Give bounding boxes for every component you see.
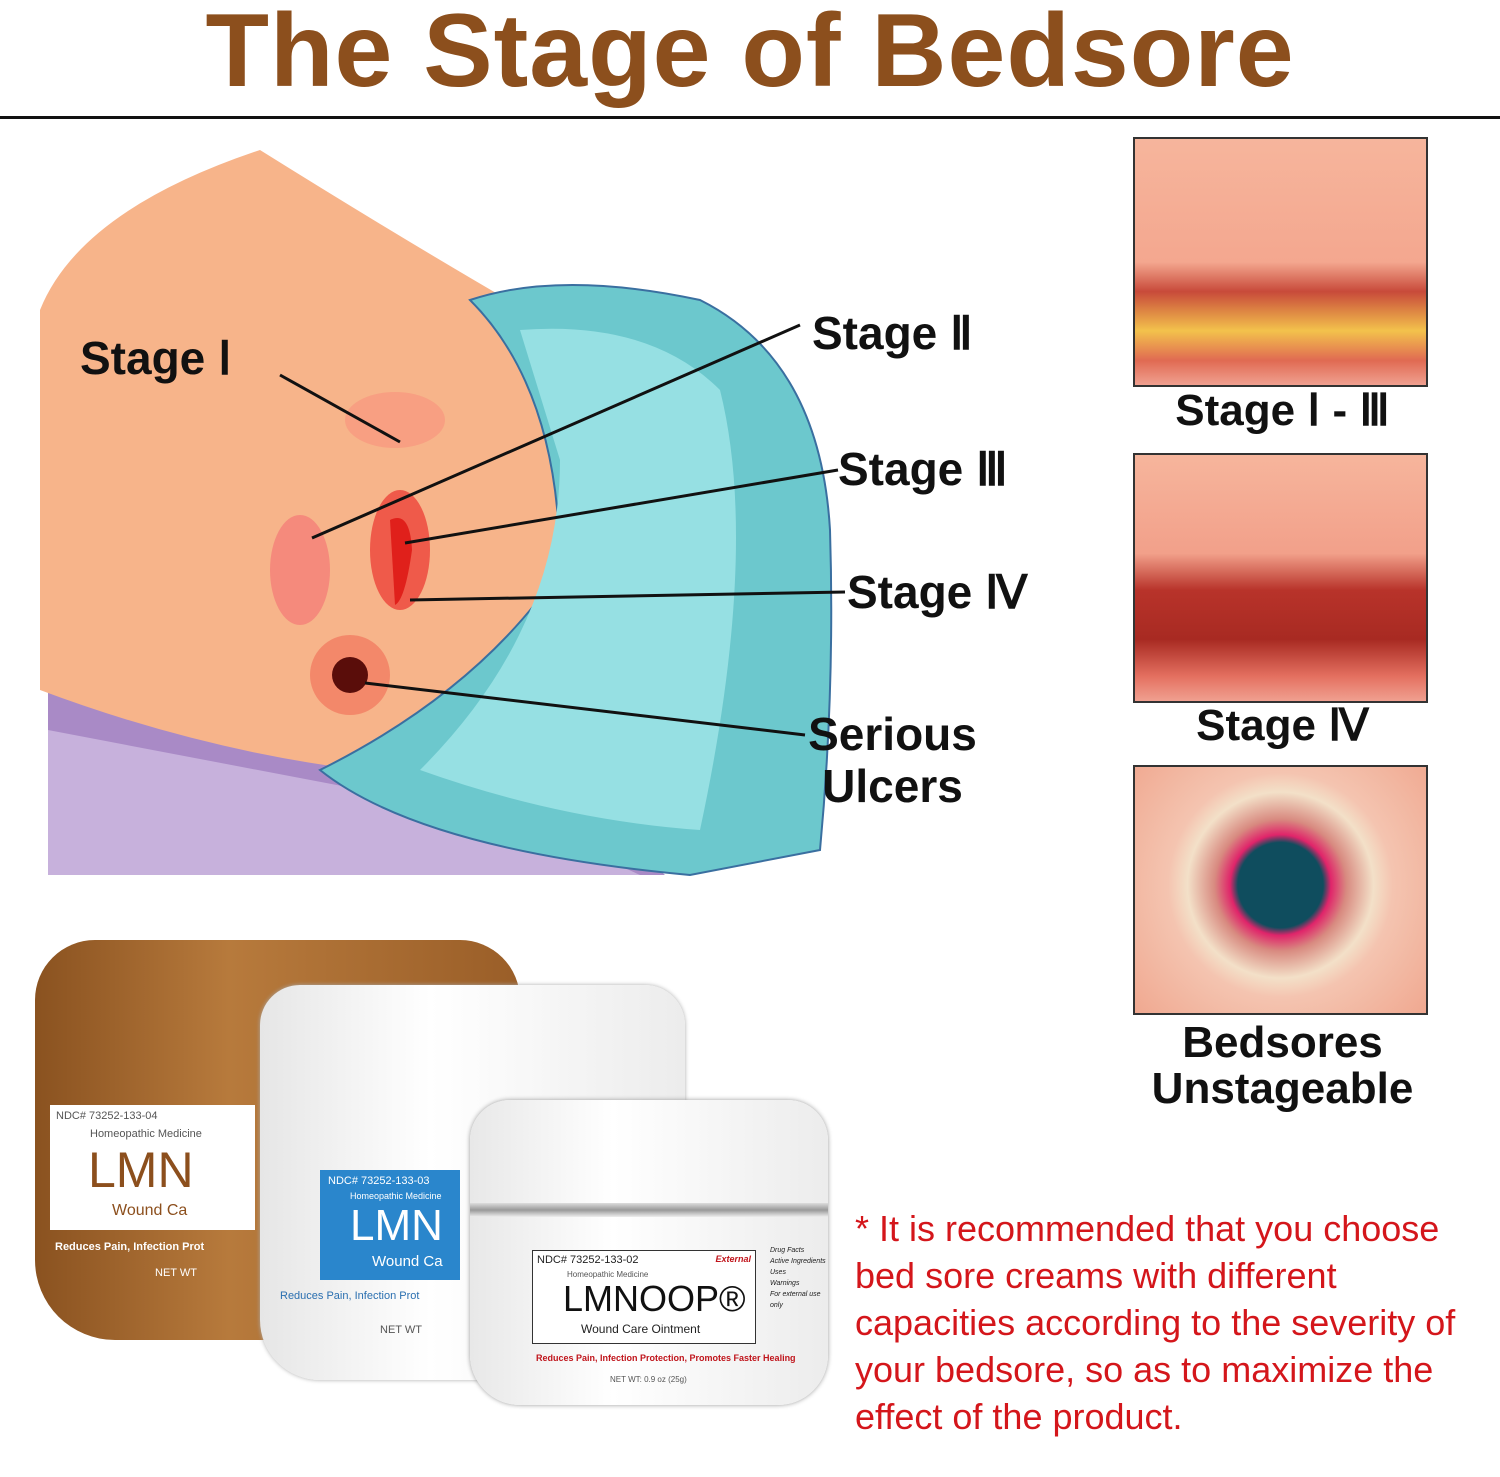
fact: Drug Facts	[770, 1247, 805, 1254]
fact: For external use only	[770, 1291, 821, 1309]
jar-large-tagline: Reduces Pain, Infection Prot	[55, 1241, 205, 1253]
jar-large-subtitle: Homeopathic Medicine	[90, 1128, 202, 1140]
fact: Uses	[770, 1269, 786, 1276]
jar-small-label: NDC# 73252-133-02 External Homeopathic M…	[532, 1250, 756, 1344]
label-stage-1: Stage Ⅰ	[80, 332, 232, 384]
label-stage-2: Stage Ⅱ	[812, 307, 973, 359]
jar-small-band	[470, 1203, 828, 1217]
jar-medium-tagline: Reduces Pain, Infection Prot	[280, 1290, 420, 1302]
fact: Warnings	[770, 1280, 800, 1287]
jar-medium-ndc: NDC# 73252-133-03	[328, 1175, 430, 1187]
jar-large-ndc: NDC# 73252-133-04	[56, 1110, 158, 1122]
page-title: The Stage of Bedsore	[205, 0, 1295, 109]
jar-small-external: External	[715, 1254, 751, 1264]
recommendation-note: * It is recommended that you choose bed …	[855, 1208, 1456, 1437]
panel-stage-1-3-image	[1133, 137, 1428, 387]
unstageable-line2: Unstageable	[1151, 1064, 1414, 1114]
panel-unstageable-label: Bedsores Unstageable	[1110, 1018, 1455, 1114]
jar-medium-netwt: NET WT	[380, 1324, 422, 1336]
jar-small-drug-facts: Drug Facts Active Ingredients Uses Warni…	[770, 1245, 828, 1311]
jar-medium-label: NDC# 73252-133-03 Homeopathic Medicine L…	[320, 1170, 460, 1280]
divider	[0, 116, 1500, 119]
jar-small-ndc: NDC# 73252-133-02	[537, 1254, 639, 1266]
label-serious-ulcers: Serious Ulcers	[790, 708, 995, 812]
panel-unstageable-image	[1133, 765, 1428, 1015]
fact: Active Ingredients	[770, 1258, 826, 1265]
jar-large-brand: LMN	[88, 1142, 194, 1198]
serious-line2: Ulcers	[822, 760, 963, 812]
label-stage-3: Stage Ⅲ	[838, 443, 1008, 495]
jar-small-tagline: Reduces Pain, Infection Protection, Prom…	[536, 1353, 796, 1363]
serious-line1: Serious	[808, 708, 977, 760]
jar-small-brand: LMNOOP®	[563, 1278, 746, 1319]
jar-large-product: Wound Ca	[112, 1202, 188, 1219]
jar-medium-subtitle: Homeopathic Medicine	[350, 1191, 442, 1201]
label-stage-4: Stage Ⅳ	[847, 566, 1028, 618]
jar-large-label: NDC# 73252-133-04 Homeopathic Medicine L…	[50, 1105, 255, 1230]
jar-small-netwt: NET WT: 0.9 oz (25g)	[610, 1375, 687, 1384]
jar-small-product: Wound Care Ointment	[581, 1322, 701, 1336]
jar-small: NDC# 73252-133-02 External Homeopathic M…	[470, 1100, 828, 1405]
jar-small-subtitle: Homeopathic Medicine	[567, 1270, 649, 1279]
panel-stage-4-image	[1133, 453, 1428, 703]
jar-large-netwt: NET WT	[155, 1267, 197, 1279]
jar-medium-brand: LMN	[350, 1201, 443, 1250]
jar-medium-product: Wound Ca	[372, 1253, 443, 1270]
panel-stage-1-3-label: Stage Ⅰ - Ⅲ	[1175, 386, 1390, 435]
unstageable-line1: Bedsores	[1182, 1018, 1383, 1067]
panel-stage-4-label: Stage Ⅳ	[1196, 701, 1369, 750]
bedsore-illustration	[40, 150, 846, 877]
